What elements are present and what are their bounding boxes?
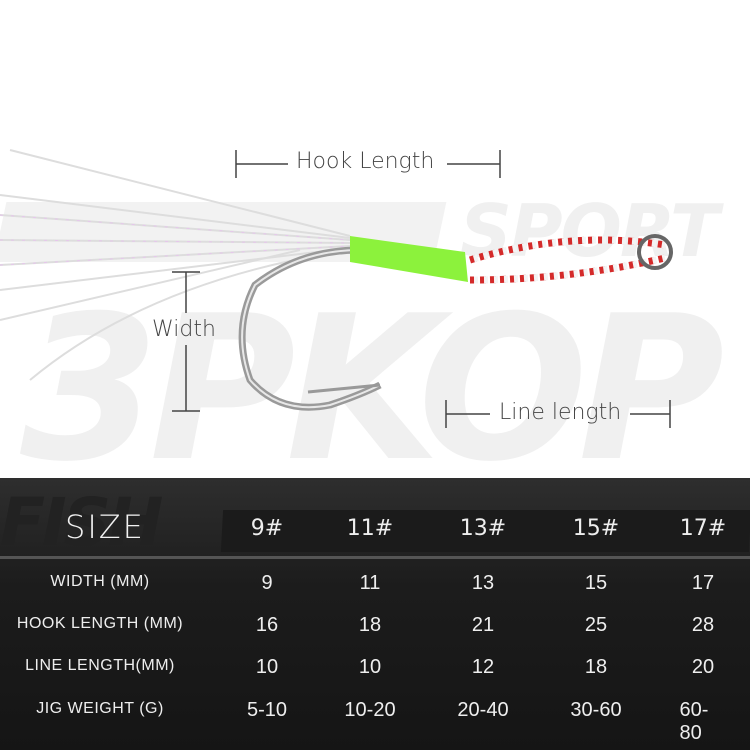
table-cell: 10 <box>255 656 279 678</box>
size-col-header: 13# <box>459 516 507 541</box>
row-label: HOOK LENGTH (MM) <box>16 615 184 632</box>
dimension-lines <box>172 150 671 428</box>
green-wrap <box>350 236 468 282</box>
table-cell: 25 <box>584 614 608 636</box>
watermark-brand: 3PKOP <box>20 273 725 479</box>
watermark-sport: SPORT <box>460 189 719 273</box>
table-cell: 18 <box>584 656 608 678</box>
size-col-header: 15# <box>572 516 620 541</box>
size-col-header: 17# <box>679 516 727 541</box>
size-table: FISH SIZE 9# 11# 13# 15# 17# WIDTH (MM) 9… <box>0 478 750 750</box>
hook-length-label: Hook Length <box>296 149 435 174</box>
size-header: SIZE <box>65 508 145 546</box>
width-label: Width <box>152 317 216 342</box>
header-divider <box>0 556 750 559</box>
row-label: WIDTH (MM) <box>50 573 150 590</box>
table-cell: 21 <box>471 614 495 636</box>
line-length-label: Line length <box>499 400 622 425</box>
table-cell: 13 <box>471 572 495 594</box>
table-cell: 11 <box>359 572 381 594</box>
hook-illustration <box>0 149 673 428</box>
table-cell: 60-80 <box>679 699 709 744</box>
table-cell: 10 <box>358 656 382 678</box>
table-cell: 18 <box>358 614 382 636</box>
row-label: LINE LENGTH(MM) <box>25 657 175 674</box>
table-cell: 12 <box>471 656 495 678</box>
split-ring <box>637 234 673 270</box>
row-label: JIG WEIGHT (G) <box>36 700 164 717</box>
table-cell: 20 <box>691 656 715 678</box>
table-cell: 20-40 <box>457 699 509 721</box>
table-cell: 17 <box>691 572 715 594</box>
table-cell: 28 <box>691 614 715 636</box>
table-cell: 30-60 <box>570 699 622 721</box>
size-col-header: 9# <box>250 516 284 541</box>
watermark-fish: FISH <box>0 484 163 561</box>
table-cell: 9 <box>261 572 273 594</box>
feather-skirt <box>0 149 351 381</box>
table-cell: 16 <box>255 614 279 636</box>
hook-bend <box>238 246 382 411</box>
product-image: SPORT 3PKOP Hook Length Width Line lengt… <box>0 149 725 479</box>
table-cell: 15 <box>584 572 608 594</box>
size-col-header: 11# <box>346 516 394 541</box>
table-cell: 5-10 <box>246 699 288 721</box>
table-cell: 10-20 <box>344 699 396 721</box>
